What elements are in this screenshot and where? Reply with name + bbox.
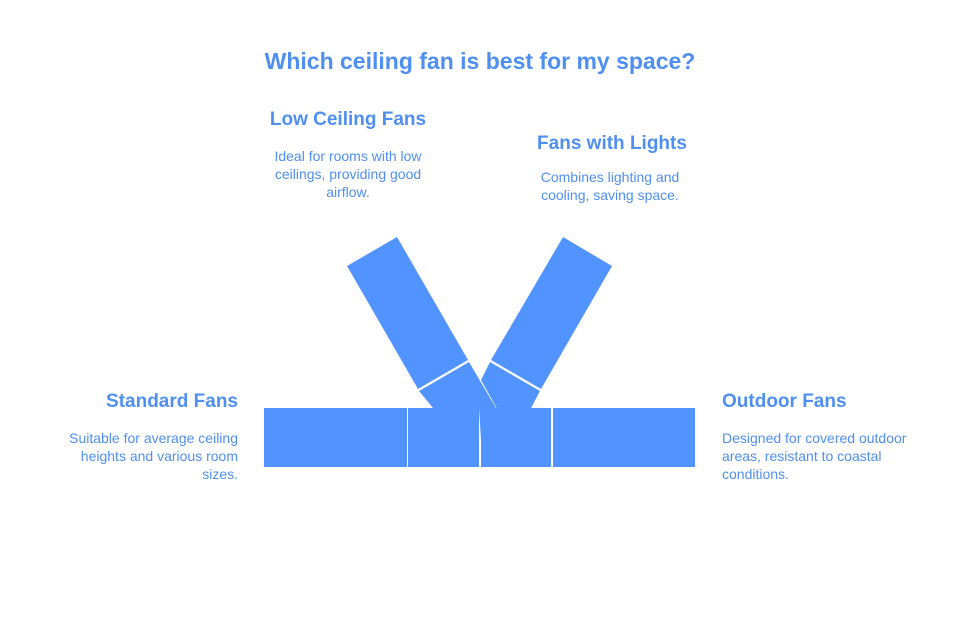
left-blade-segment	[264, 408, 407, 467]
right-diagonal-blade-lower	[481, 362, 540, 452]
horizontal-blade-bar	[264, 408, 695, 467]
center-left-blade-segment	[408, 408, 479, 467]
outdoor-fans-heading: Outdoor Fans	[722, 391, 847, 412]
fans-with-lights-heading: Fans with Lights	[537, 133, 687, 154]
left-diagonal-blade-lower	[419, 362, 506, 440]
low-ceiling-fans-heading: Low Ceiling Fans	[269, 109, 427, 130]
right-diagonal-blade-upper	[491, 237, 612, 389]
standard-fans-description: Suitable for average ceiling heights and…	[69, 430, 238, 482]
low-ceiling-fans-description: Ideal for rooms with low ceilings, provi…	[274, 148, 422, 200]
outdoor-fans-description: Designed for covered outdoor areas, resi…	[722, 430, 907, 482]
fans-with-lights-description: Combines lighting and cooling, saving sp…	[540, 169, 680, 203]
left-diagonal-blade-upper	[347, 237, 468, 389]
right-diagonal-blade	[481, 237, 612, 452]
left-diagonal-blade	[347, 237, 506, 440]
standard-fans-heading: Standard Fans	[106, 391, 238, 412]
diagram-title: Which ceiling fan is best for my space?	[264, 48, 696, 74]
right-blade-segment	[553, 408, 695, 467]
